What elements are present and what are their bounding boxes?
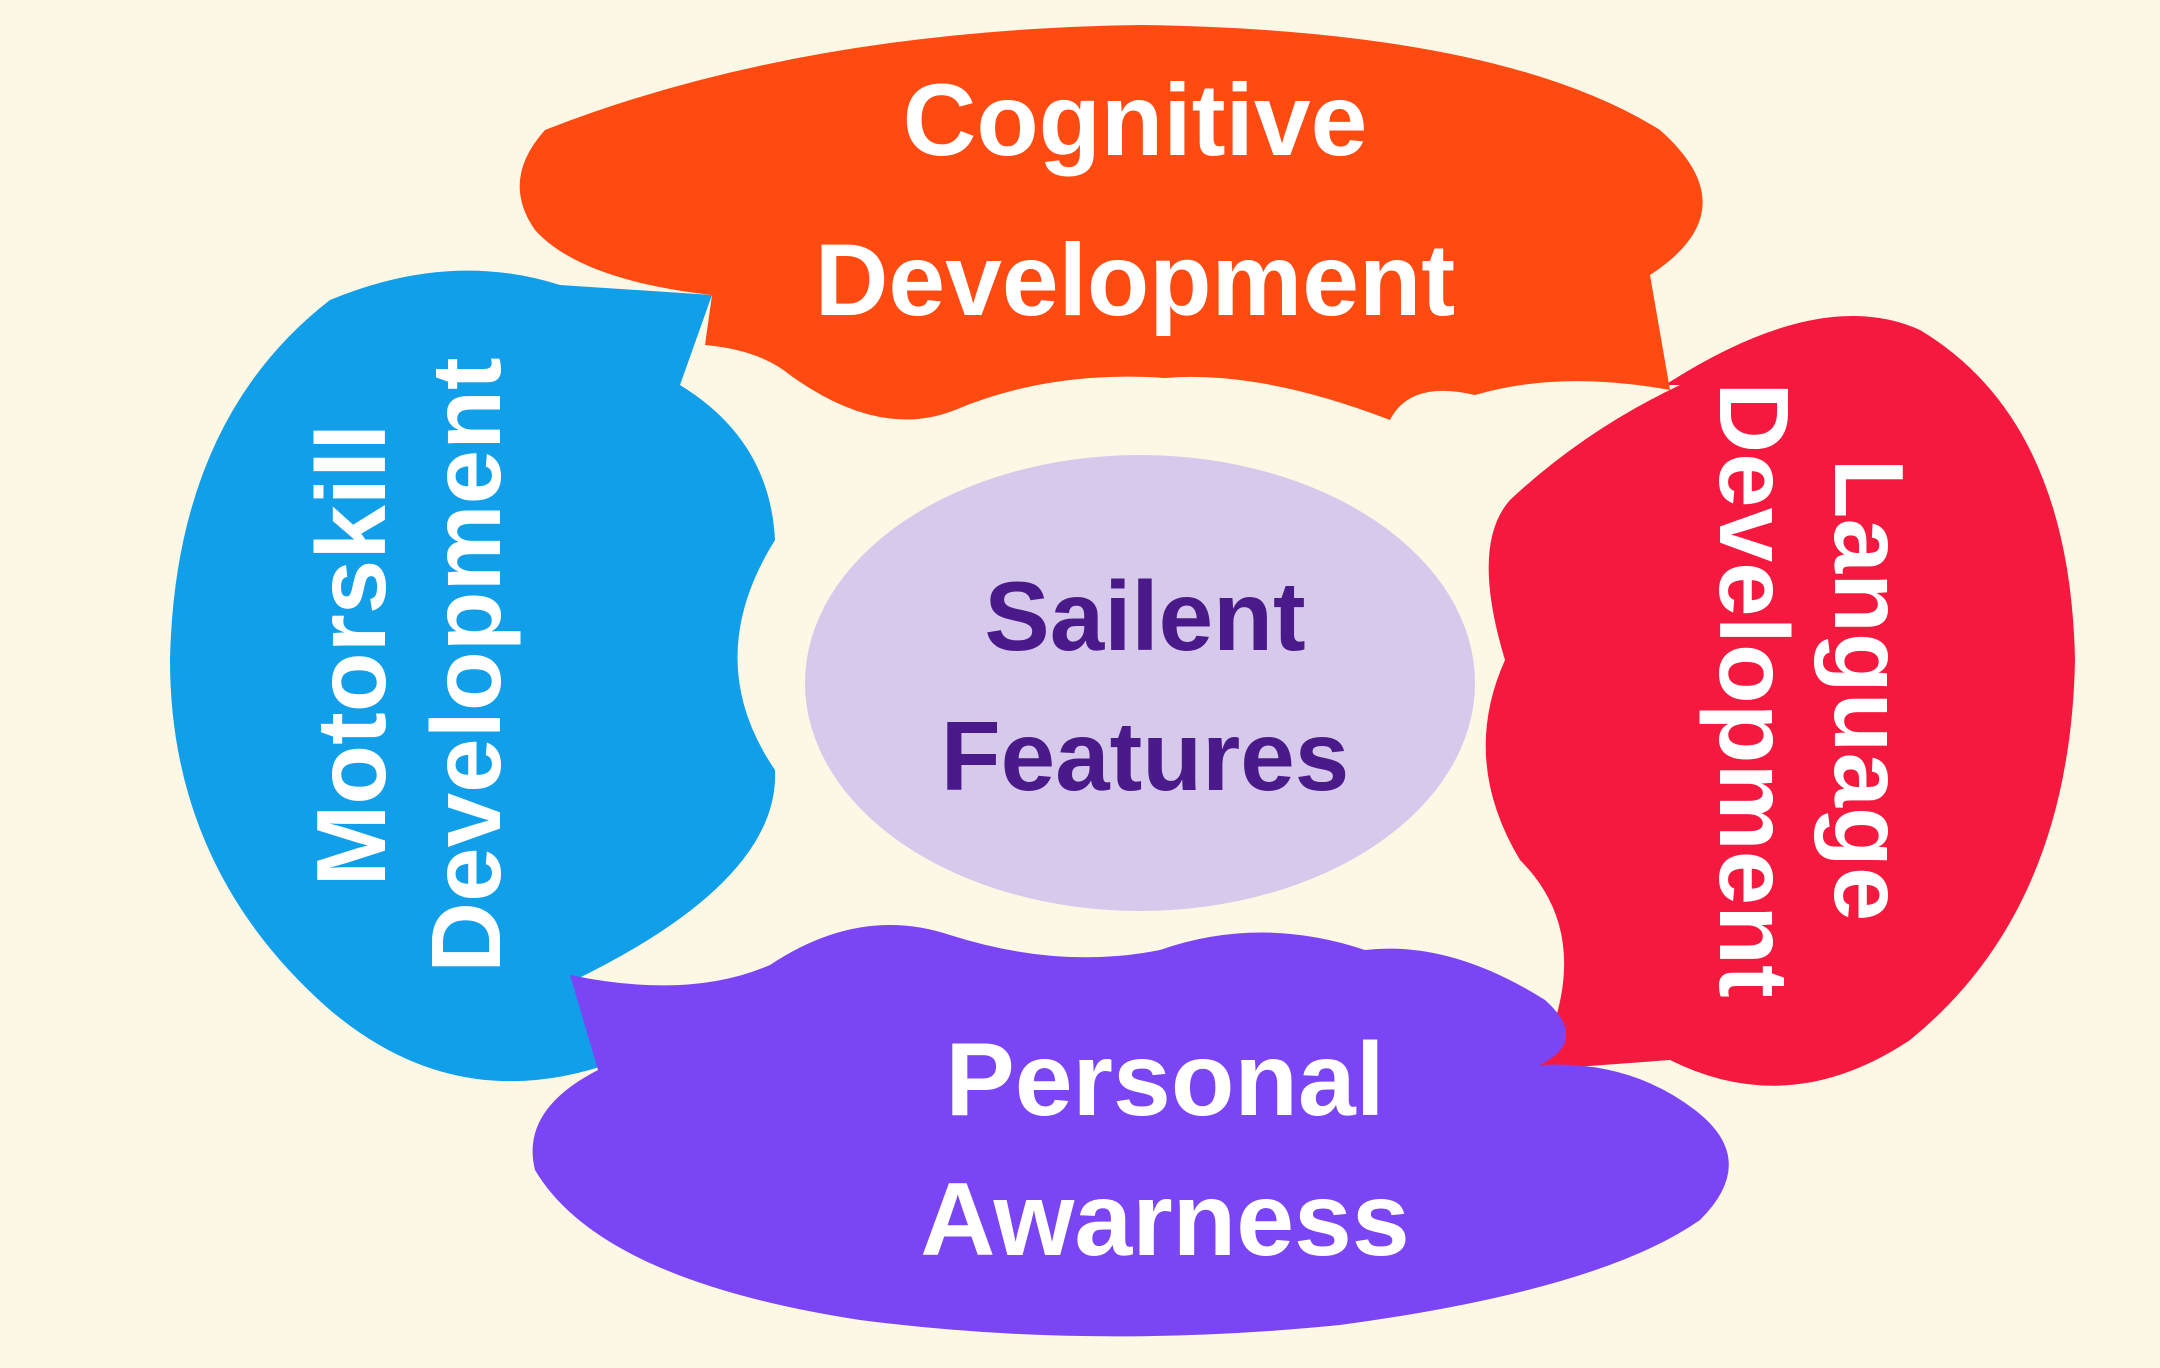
petal-language-shape <box>1485 316 2075 1086</box>
petal-language: Language Development <box>1485 316 2075 1086</box>
petal-language-line2: Development <box>1699 382 1809 997</box>
petal-motorskill-line2: Development <box>411 357 521 972</box>
center-line2: Features <box>941 701 1350 811</box>
petal-cognitive-line2: Development <box>815 223 1456 337</box>
petal-cognitive-line1: Cognitive <box>903 63 1368 177</box>
petal-cognitive: Cognitive Development <box>519 25 1703 420</box>
petal-personal: Personal Awarness <box>532 925 1729 1337</box>
petal-motorskill-line1: Motorskill <box>296 424 406 887</box>
center-line1: Sailent <box>984 561 1305 671</box>
petal-personal-shape <box>532 925 1729 1337</box>
petal-language-line1: Language <box>1814 459 1924 922</box>
petal-motorskill-shape <box>170 270 776 1082</box>
petal-personal-line2: Awarness <box>920 1162 1409 1278</box>
petal-motorskill: Motorskill Development <box>170 270 776 1082</box>
petal-personal-line1: Personal <box>945 1022 1384 1138</box>
center-node: Sailent Features <box>805 455 1475 911</box>
petal-cognitive-shape <box>519 25 1703 420</box>
center-ellipse <box>805 455 1475 911</box>
